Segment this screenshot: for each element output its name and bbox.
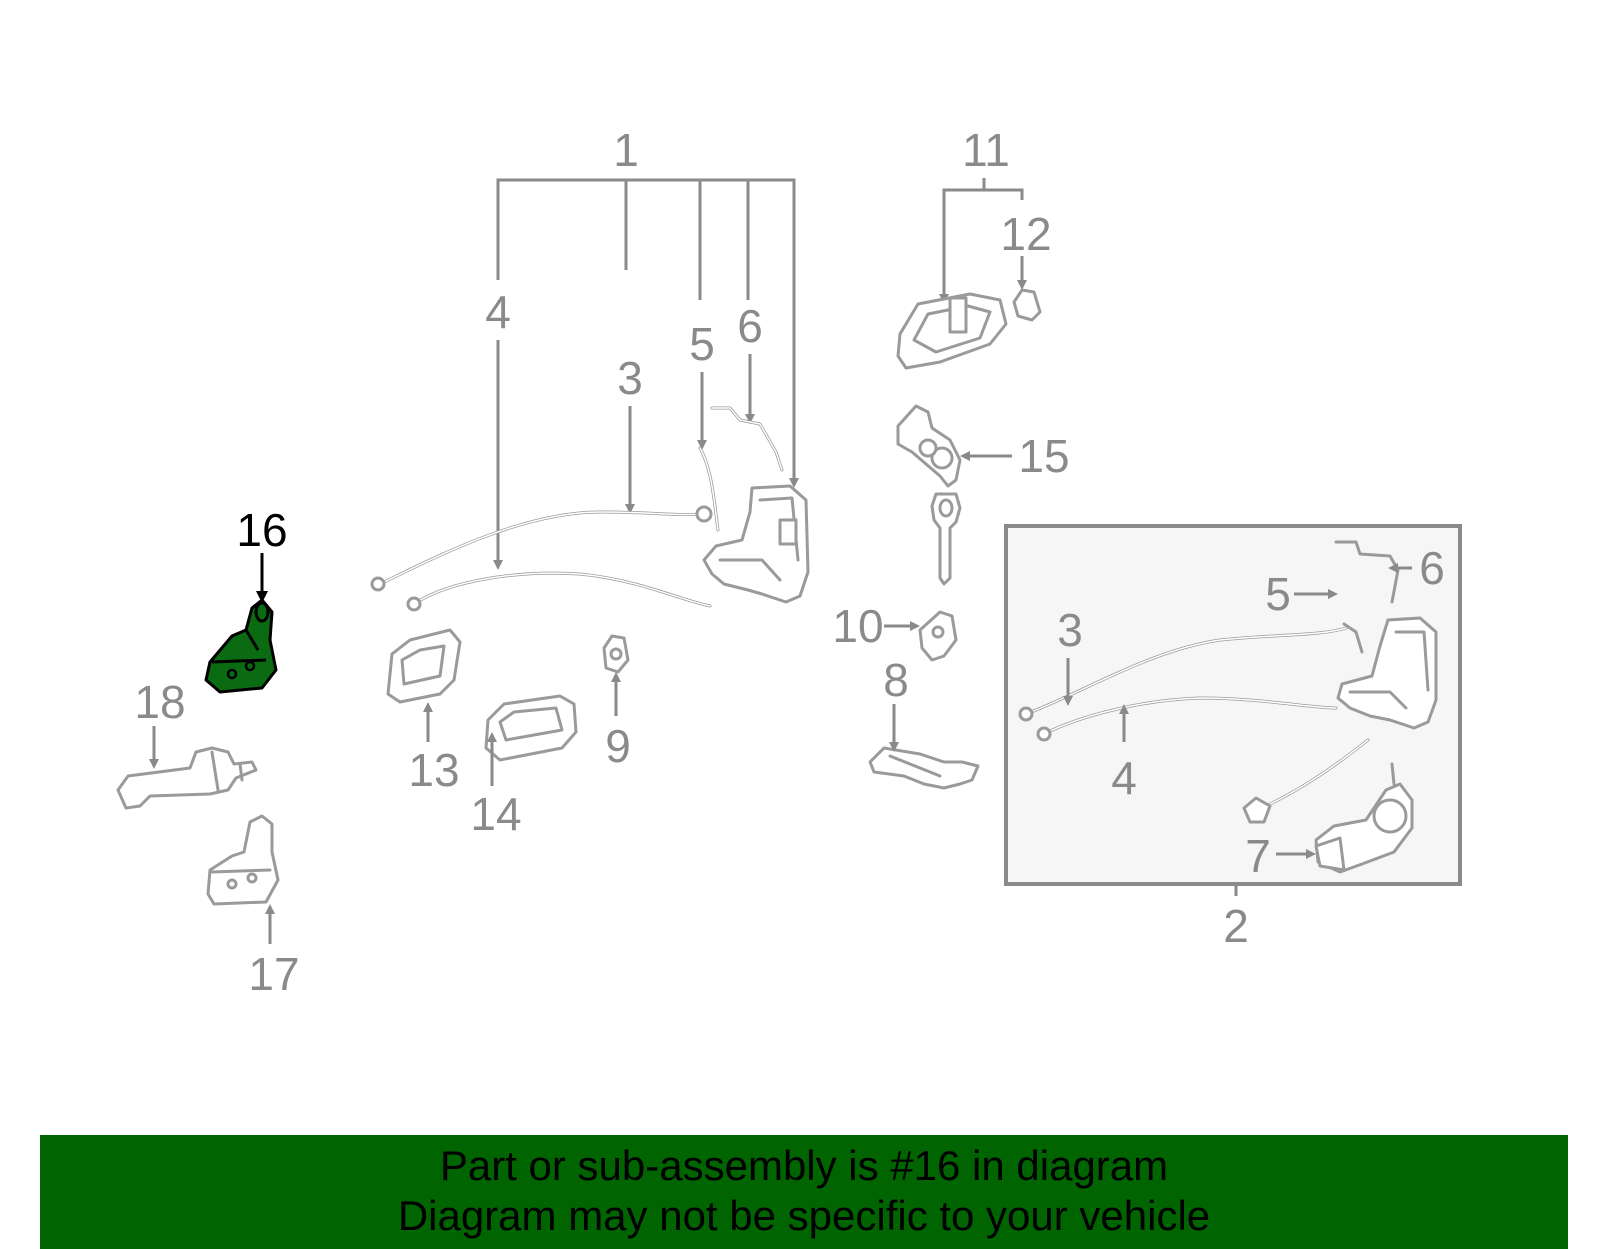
callout-1[interactable]: 1: [613, 124, 639, 176]
callout-10[interactable]: 10: [832, 600, 883, 652]
part-15-lock-cylinder-key[interactable]: [896, 404, 962, 586]
part-1-front-door-latch[interactable]: [702, 484, 810, 604]
callout-5[interactable]: 5: [689, 318, 715, 370]
part-16-door-hinge-highlighted[interactable]: [204, 598, 278, 694]
callout-9[interactable]: 9: [605, 720, 631, 772]
part-18-door-check[interactable]: [116, 746, 258, 810]
callout-4[interactable]: 4: [485, 286, 511, 338]
callout-3[interactable]: 3: [617, 352, 643, 404]
callout-3-assembly-2[interactable]: 3: [1057, 604, 1083, 656]
part-9-clip[interactable]: [602, 634, 630, 674]
banner-line-1: Part or sub-assembly is #16 in diagram: [439, 1142, 1169, 1189]
callout-6-assembly-2[interactable]: 6: [1419, 542, 1445, 594]
callout-2[interactable]: 2: [1223, 900, 1249, 952]
callout-8[interactable]: 8: [883, 654, 909, 706]
part-6-rod[interactable]: [710, 406, 784, 472]
callout-13[interactable]: 13: [408, 744, 459, 796]
callout-6[interactable]: 6: [737, 300, 763, 352]
part-10-clip[interactable]: [918, 610, 958, 662]
part-13-inside-handle[interactable]: [386, 628, 462, 704]
part-2-rear-door-latch-assembly[interactable]: [1018, 540, 1438, 824]
part-11-outside-handle[interactable]: [896, 292, 1008, 370]
part-12-cap[interactable]: [1012, 288, 1042, 322]
callout-16[interactable]: 16: [236, 504, 287, 556]
part-14-inside-handle-bezel[interactable]: [484, 694, 578, 762]
info-banner: Part or sub-assembly is #16 in diagram D…: [40, 1135, 1568, 1249]
callout-5-assembly-2[interactable]: 5: [1265, 568, 1291, 620]
callout-4-assembly-2[interactable]: 4: [1111, 752, 1137, 804]
part-7-door-lock-actuator[interactable]: [1314, 762, 1414, 874]
callout-18[interactable]: 18: [134, 676, 185, 728]
callout-11[interactable]: 11: [962, 124, 1010, 176]
part-8-bracket[interactable]: [868, 746, 980, 790]
part-17-lower-hinge[interactable]: [206, 814, 280, 906]
part-3-inside-handle-cable[interactable]: [370, 505, 713, 592]
callout-7[interactable]: 7: [1245, 830, 1271, 882]
banner-line-2: Diagram may not be specific to your vehi…: [397, 1192, 1211, 1239]
callout-12[interactable]: 12: [1000, 208, 1051, 260]
part-4-lock-cable[interactable]: [406, 571, 712, 612]
callout-17[interactable]: 17: [248, 948, 299, 1000]
callout-15[interactable]: 15: [1018, 430, 1069, 482]
callout-14[interactable]: 14: [470, 788, 521, 840]
bracket-1: [496, 178, 796, 480]
part-5-rod[interactable]: [698, 446, 720, 532]
